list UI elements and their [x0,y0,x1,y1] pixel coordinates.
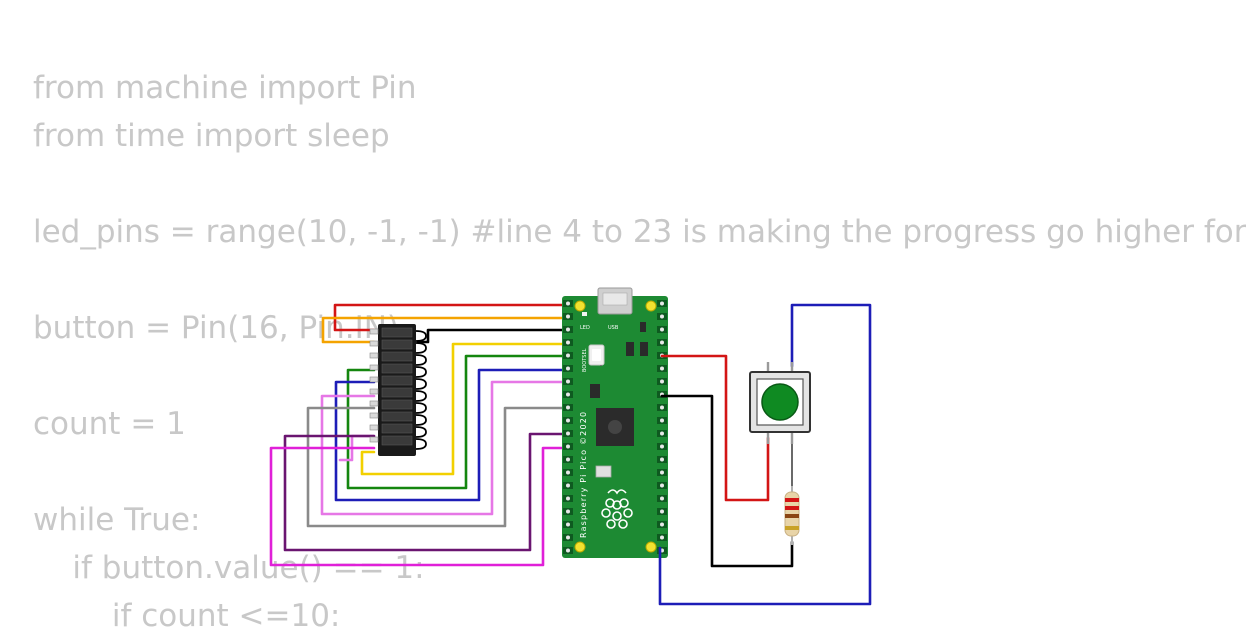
rp2040-logo [608,420,622,434]
code-line-2: from time import sleep [33,118,390,154]
wire-blue-loop [658,303,872,606]
board-model-label: Raspberry Pi Pico ©2020 [579,411,588,538]
resistor [784,486,800,545]
bootsel-label: BOOTSEL [582,348,588,372]
raspberry-logo-icon [601,489,633,529]
wire-red-button [660,354,770,502]
code-line-11: if button.value() == 1: [33,550,425,586]
bargraph-segments [381,327,413,446]
wire-yellow [360,342,576,476]
flash-chip [590,384,600,398]
bargraph-pins-left [369,328,379,443]
wire-orange [321,316,576,344]
mounting-holes [574,300,657,553]
push-button[interactable] [749,362,811,444]
code-background: from machine import Pin from time import… [33,70,1246,634]
bargraph-pins-right [415,330,427,450]
wire-green [346,354,576,490]
wire-purple [283,432,576,552]
wires-right [658,303,872,606]
pico-board: LED USB BOOTSEL Ra [562,287,668,558]
code-line-8: count = 1 [33,406,186,442]
wire-violet-a [320,380,576,516]
wire-black-bottom [660,394,794,568]
wire-blue-left [334,368,576,502]
code-line-12: if count <=10: [33,598,341,634]
wire-black-top [416,328,576,344]
led-component [582,312,587,316]
wire-gray [306,406,576,528]
wires [269,303,576,567]
led-label: LED [580,325,590,331]
crystal [595,465,612,478]
code-line-1: from machine import Pin [33,70,417,106]
circuit-diagram: LED USB BOOTSEL Ra [269,287,872,606]
code-line-4: led_pins = range(10, -1, -1) #line 4 to … [33,214,1246,250]
button-cap[interactable] [761,383,799,421]
wire-magenta [269,446,576,567]
usb-label: USB [608,325,619,331]
pico-left-pins [563,300,573,554]
led-bargraph [369,324,427,456]
code-line-10: while True: [33,502,201,538]
